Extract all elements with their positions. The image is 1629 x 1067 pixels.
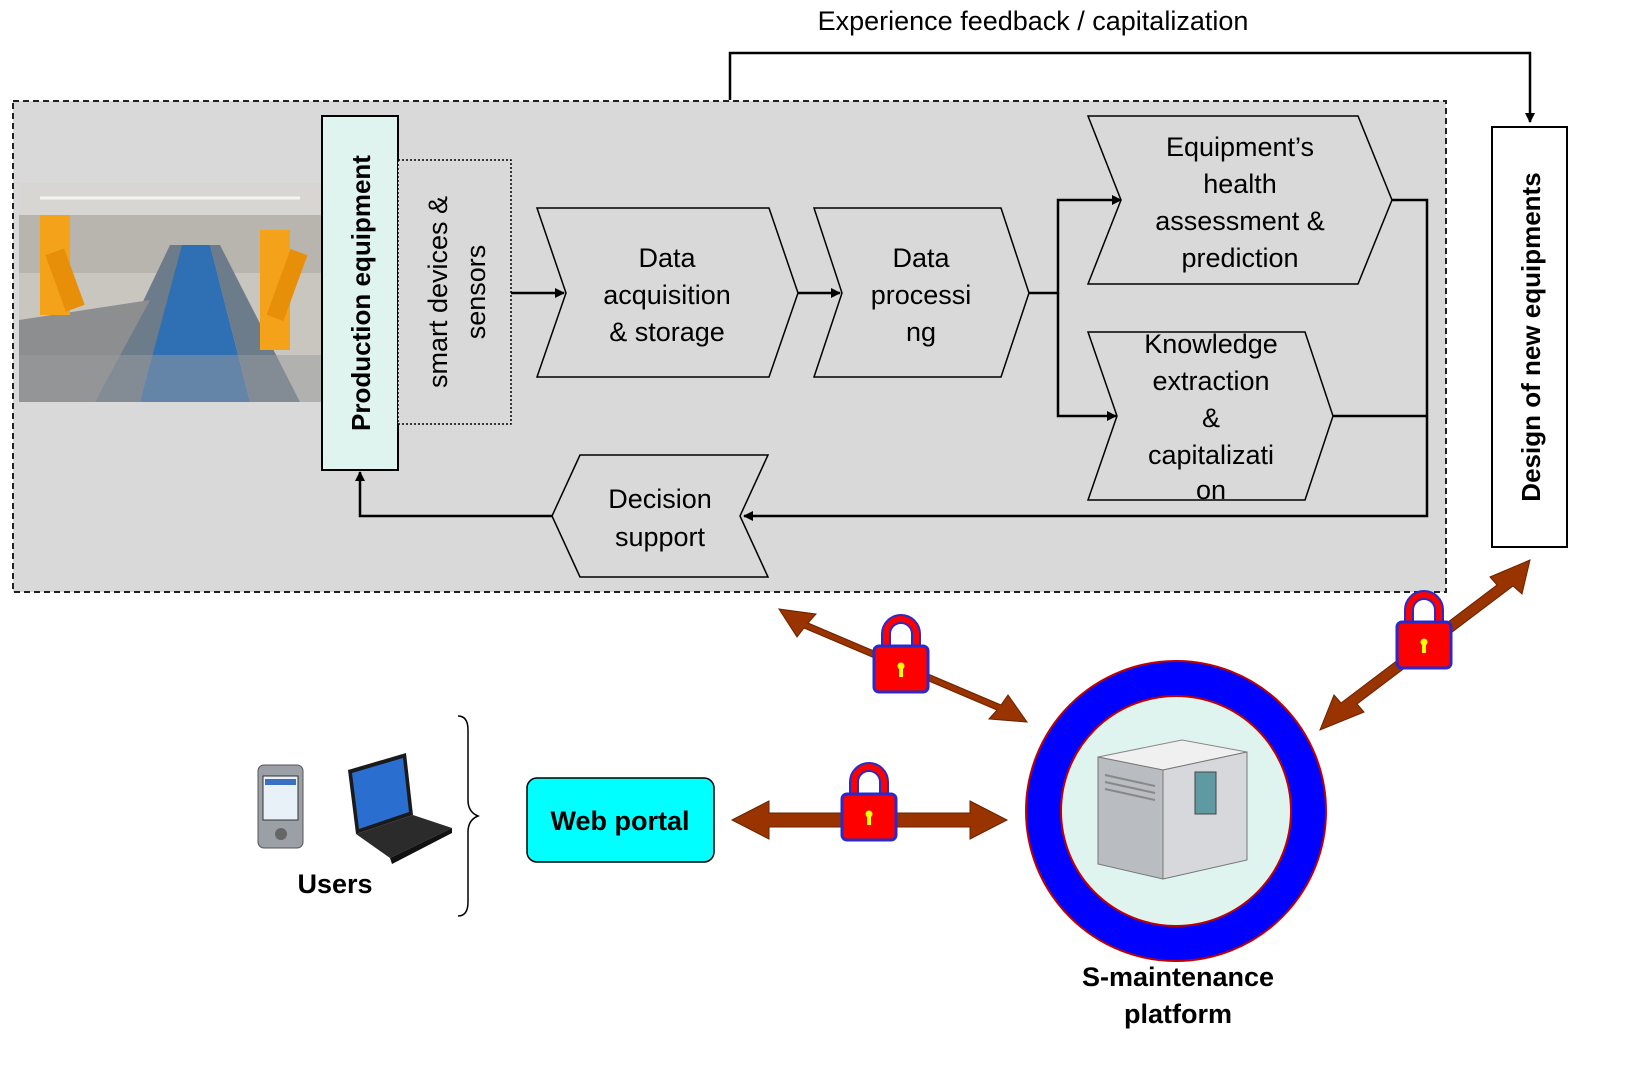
sensors-label-line2: sensors [461, 245, 491, 340]
knowledge-line4: capitalizati [1148, 440, 1274, 470]
data-acquisition-step: Data acquisition & storage [535, 207, 799, 378]
health-assessment-step: Equipment’s health assessment & predicti… [1086, 115, 1393, 285]
processing-line2: processi [871, 280, 972, 310]
web-portal-box: Web portal [526, 777, 715, 863]
sensors-label-line1: smart devices & [423, 196, 453, 388]
knowledge-line5: on [1196, 475, 1226, 505]
platform-line2: platform [1124, 999, 1232, 1029]
health-line3: assessment & [1155, 206, 1325, 236]
smaintenance-platform: S-maintenance platform [1025, 660, 1327, 1029]
users-label: Users [297, 869, 372, 899]
knowledge-line3: & [1202, 403, 1220, 433]
acquisition-line2: acquisition [603, 280, 731, 310]
factory-photo [19, 183, 322, 402]
health-line2: health [1203, 169, 1277, 199]
health-line1: Equipment’s [1166, 132, 1314, 162]
pda-icon [257, 764, 304, 849]
knowledge-line1: Knowledge [1144, 329, 1278, 359]
knowledge-extraction-step: Knowledge extraction & capitalizati on [1086, 329, 1334, 505]
sensors-box: smart devices & sensors [397, 159, 512, 425]
knowledge-line2: extraction [1152, 366, 1269, 396]
design-new-equipments-box: Design of new equipments [1491, 126, 1568, 548]
web-portal-label: Web portal [550, 806, 689, 836]
flow-connectors [355, 195, 1429, 521]
acquisition-line1: Data [638, 243, 696, 273]
acquisition-line3: & storage [609, 317, 725, 347]
decision-line2: support [615, 522, 706, 552]
data-processing-step: Data processi ng [812, 207, 1030, 378]
health-line4: prediction [1181, 243, 1298, 273]
decision-support-step: Decision support [551, 454, 770, 578]
production-equipment-label: Production equipment [346, 155, 376, 431]
lock-icon-design [1397, 595, 1451, 668]
feedback-loop: Experience feedback / capitalization [728, 6, 1535, 123]
lock-icon-panel [874, 619, 928, 692]
processing-line1: Data [892, 243, 950, 273]
users-group: Users [257, 715, 481, 917]
users-brace [457, 715, 481, 917]
production-equipment-box: Production equipment [321, 115, 399, 471]
lock-icon-portal [842, 767, 896, 840]
laptop-icon [348, 753, 452, 864]
processing-line3: ng [906, 317, 936, 347]
feedback-label: Experience feedback / capitalization [818, 6, 1249, 36]
server-icon [1097, 739, 1248, 880]
decision-line1: Decision [608, 484, 712, 514]
platform-line1: S-maintenance [1082, 962, 1274, 992]
design-label: Design of new equipments [1516, 172, 1546, 501]
